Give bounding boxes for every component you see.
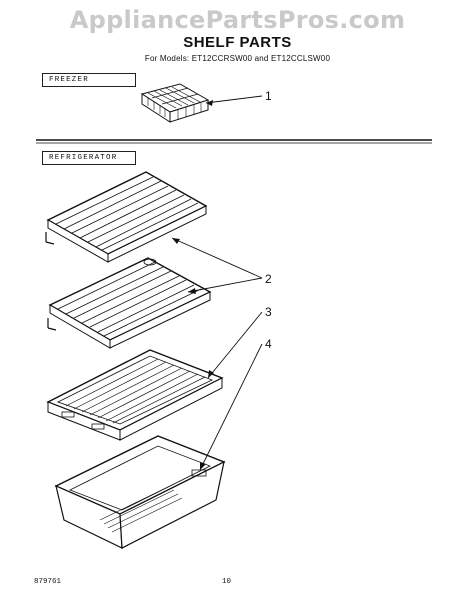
leader-arrowheads bbox=[172, 100, 214, 470]
page-number: 10 bbox=[222, 578, 232, 586]
wire-shelf-lower bbox=[47, 257, 212, 349]
callout-4: 4 bbox=[265, 337, 272, 351]
model-subtitle: For Models: ET12CCRSW00 and ET12CCLSW00 bbox=[144, 54, 331, 63]
watermark: AppliancePartsPros.com bbox=[69, 6, 406, 34]
crisper-cover bbox=[46, 349, 224, 441]
callout-2: 2 bbox=[265, 272, 272, 286]
wire-shelf-upper bbox=[45, 171, 208, 263]
freezer-section-label: FREEZER bbox=[42, 73, 136, 87]
callout-3: 3 bbox=[265, 305, 272, 319]
ice-tray bbox=[140, 83, 210, 123]
refrigerator-section-label: REFRIGERATOR bbox=[42, 151, 136, 165]
page-title: SHELF PARTS bbox=[183, 34, 292, 51]
diagram-code: 879761 bbox=[34, 578, 62, 586]
crisper-drawer bbox=[54, 435, 226, 549]
leader-lines bbox=[171, 95, 263, 471]
callout-1: 1 bbox=[265, 89, 272, 103]
